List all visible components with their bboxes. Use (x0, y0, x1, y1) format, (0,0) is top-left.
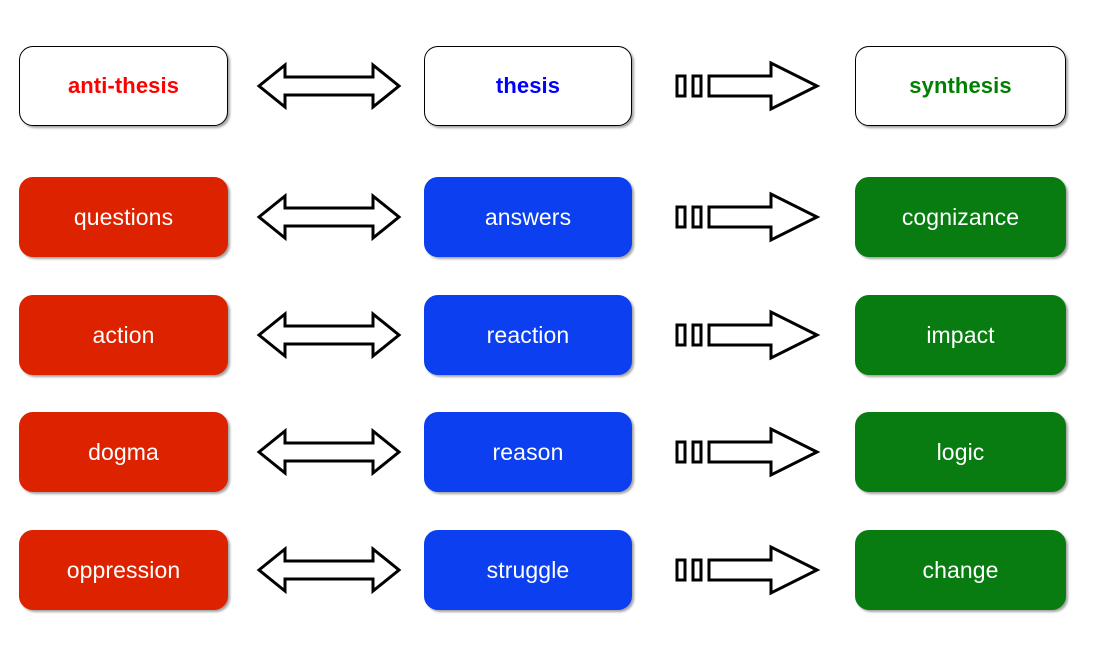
antithesis-label-1: questions (73, 203, 174, 230)
antithesis-box-1[interactable]: questions (19, 177, 228, 257)
double-headed-arrow-icon (256, 427, 402, 477)
antithesis-box-4[interactable]: oppression (19, 530, 228, 610)
synthesis-label-1: cognizance (901, 203, 1020, 230)
synthesis-label-4: change (922, 556, 999, 583)
diagram-row-header: anti-thesis thesis synthesis (0, 46, 1096, 126)
diagram-row-1: questions answers cognizance (0, 177, 1096, 257)
dashed-block-arrow-icon (675, 426, 821, 478)
diagram-row-3: dogma reason logic (0, 412, 1096, 492)
synthesis-box-2[interactable]: impact (855, 295, 1066, 375)
double-headed-arrow-icon (256, 545, 402, 595)
connector-bidirectional-arrow-4 (250, 530, 408, 610)
header-label-thesis: thesis (495, 73, 561, 98)
antithesis-label-3: dogma (88, 438, 159, 465)
synthesis-box-4[interactable]: change (855, 530, 1066, 610)
dashed-block-arrow-icon (675, 60, 821, 112)
thesis-label-2: reaction (486, 321, 570, 348)
dashed-block-arrow-icon (675, 544, 821, 596)
thesis-label-1: answers (484, 203, 572, 230)
connector-dashed-arrow-1 (668, 177, 826, 257)
connector-bidirectional-arrow-1 (250, 177, 408, 257)
dashed-block-arrow-icon (675, 191, 821, 243)
header-label-synthesis: synthesis (909, 73, 1012, 98)
connector-bidirectional-arrow-3 (250, 412, 408, 492)
connector-dashed-arrow-header (668, 46, 826, 126)
thesis-box-4[interactable]: struggle (424, 530, 632, 610)
diagram-row-2: action reaction impact (0, 295, 1096, 375)
header-box-synthesis[interactable]: synthesis (855, 46, 1066, 126)
diagram-row-4: oppression struggle change (0, 530, 1096, 610)
synthesis-label-2: impact (926, 321, 995, 348)
header-label-antithesis: anti-thesis (67, 73, 180, 98)
double-headed-arrow-icon (256, 61, 402, 111)
synthesis-box-3[interactable]: logic (855, 412, 1066, 492)
connector-dashed-arrow-2 (668, 295, 826, 375)
connector-bidirectional-arrow-header (250, 46, 408, 126)
connector-dashed-arrow-4 (668, 530, 826, 610)
thesis-box-1[interactable]: answers (424, 177, 632, 257)
thesis-box-3[interactable]: reason (424, 412, 632, 492)
double-headed-arrow-icon (256, 192, 402, 242)
antithesis-label-2: action (92, 321, 155, 348)
header-box-antithesis[interactable]: anti-thesis (19, 46, 228, 126)
connector-bidirectional-arrow-2 (250, 295, 408, 375)
dashed-block-arrow-icon (675, 309, 821, 361)
synthesis-box-1[interactable]: cognizance (855, 177, 1066, 257)
synthesis-label-3: logic (936, 438, 985, 465)
connector-dashed-arrow-3 (668, 412, 826, 492)
thesis-label-4: struggle (486, 556, 570, 583)
antithesis-label-4: oppression (66, 556, 181, 583)
antithesis-box-2[interactable]: action (19, 295, 228, 375)
thesis-label-3: reason (492, 438, 564, 465)
antithesis-box-3[interactable]: dogma (19, 412, 228, 492)
double-headed-arrow-icon (256, 310, 402, 360)
thesis-box-2[interactable]: reaction (424, 295, 632, 375)
header-box-thesis[interactable]: thesis (424, 46, 632, 126)
